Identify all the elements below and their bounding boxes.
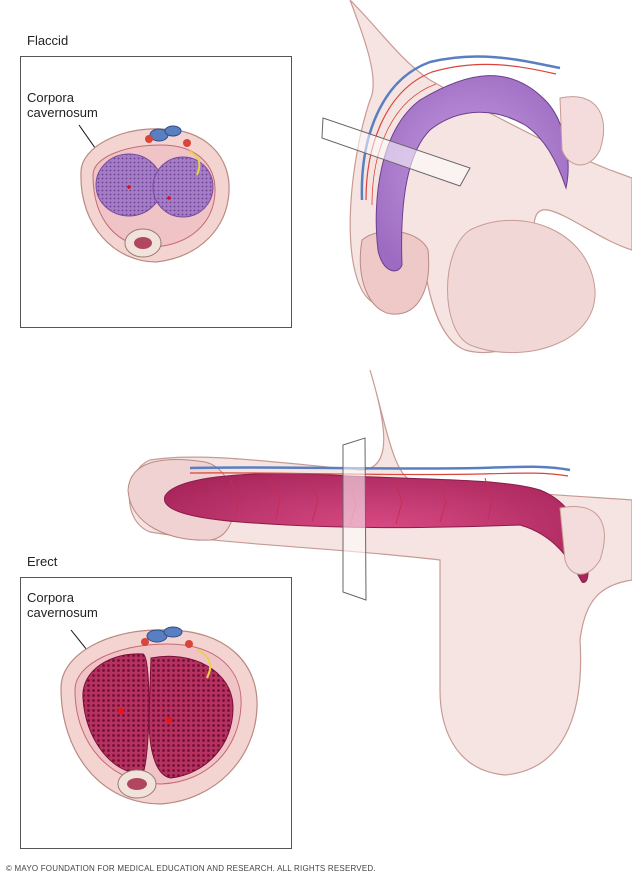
erect-cross-section-panel: Corpora cavernosum xyxy=(20,577,292,849)
flaccid-cross-section-panel: Corpora cavernosum xyxy=(20,56,292,328)
erect-side-view xyxy=(127,369,632,776)
copyright-notice: © MAYO FOUNDATION FOR MEDICAL EDUCATION … xyxy=(6,864,376,873)
flaccid-left-corpus xyxy=(95,153,163,217)
erect-callout-label-line1: Corpora xyxy=(27,590,74,605)
erect-callout-label-line2: cavernosum xyxy=(27,605,98,620)
erect-title: Erect xyxy=(27,554,58,569)
erect-right-corpus xyxy=(148,655,234,779)
flaccid-side-view xyxy=(321,0,632,354)
flaccid-right-corpus xyxy=(152,156,214,218)
flaccid-callout-label-line2: cavernosum xyxy=(27,105,98,120)
flaccid-dorsal-vessels xyxy=(145,125,201,176)
flaccid-title: Flaccid xyxy=(27,33,69,48)
flaccid-callout-label-line1: Corpora xyxy=(27,90,74,105)
erect-dorsal-vessels xyxy=(141,626,212,679)
erect-cross-section xyxy=(60,626,258,805)
flaccid-cross-section xyxy=(78,124,230,263)
